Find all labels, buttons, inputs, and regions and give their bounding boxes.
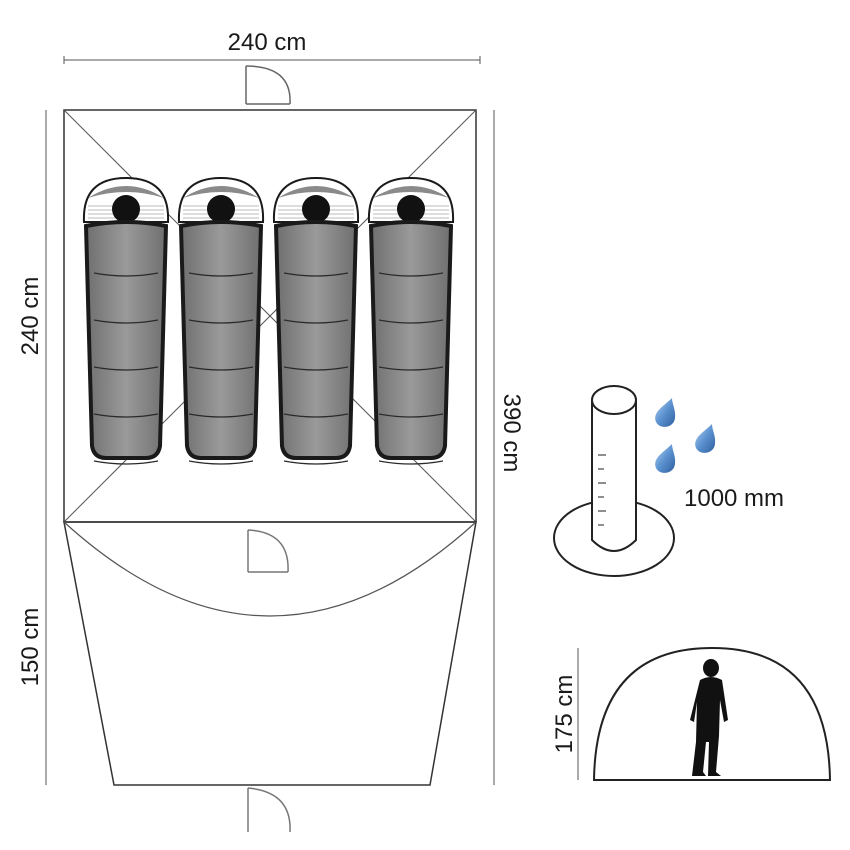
water-column-icon: [553, 385, 675, 577]
water-column-label: 1000 mm: [684, 485, 784, 512]
sleeping-bag-icon: [272, 176, 360, 465]
height-label: 175 cm: [551, 675, 578, 754]
head-icon: [397, 195, 425, 223]
width-label: 240 cm: [228, 29, 307, 56]
door-arc-icon: [247, 787, 291, 833]
total-length-label: 390 cm: [498, 394, 525, 473]
vestibule: [63, 521, 477, 786]
vestibule-length-label: 150 cm: [17, 608, 44, 687]
head-icon: [302, 195, 330, 223]
water-droplet-icon: [695, 424, 716, 453]
water-droplet-icon: [655, 444, 676, 473]
head-icon: [112, 195, 140, 223]
inner-length-label: 240 cm: [17, 277, 44, 356]
sleeping-bags: [82, 176, 455, 465]
door-arc-icon: [247, 529, 289, 573]
person-silhouette-icon: [690, 659, 728, 776]
head-icon: [207, 195, 235, 223]
sleeping-bag-icon: [82, 176, 170, 465]
sleeping-bag-icon: [177, 176, 265, 465]
door-arc-icon: [245, 65, 291, 105]
sleeping-bag-icon: [367, 176, 455, 465]
water-droplet-icon: [655, 398, 676, 427]
width-dimension: [63, 56, 481, 64]
